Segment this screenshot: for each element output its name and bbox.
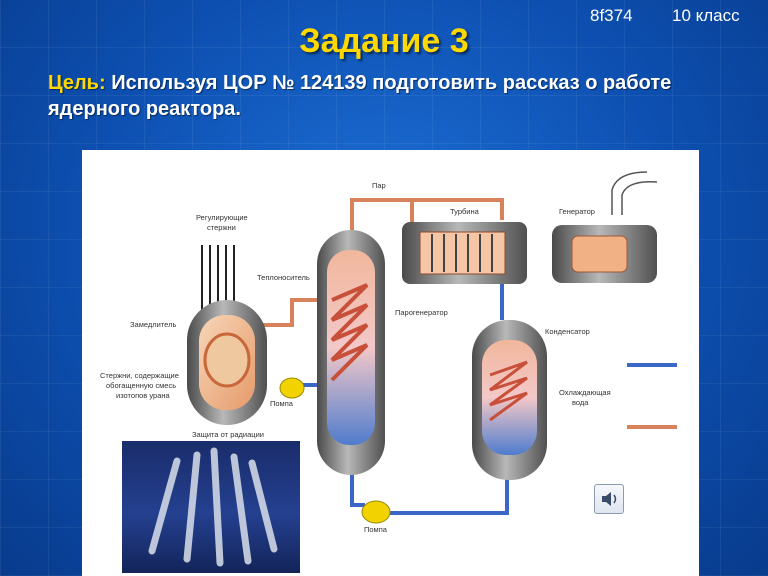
- steam-pipe: [350, 198, 414, 245]
- grade-label: 10 класс: [672, 6, 740, 25]
- slide-code: 8f374: [590, 6, 633, 25]
- label-steam-generator: Парогенератор: [395, 308, 448, 317]
- fuel-assembly: [203, 332, 251, 388]
- label-fuel-rods-3: изотопов урана: [116, 391, 171, 400]
- turbine-blades: [431, 234, 493, 272]
- goal-text: Цель: Используя ЦОР № 124139 подготовить…: [48, 70, 758, 122]
- coolant-hot-pipe: [262, 298, 317, 327]
- label-radiation-shield: Защита от радиации: [192, 430, 264, 439]
- pump-bottom: [361, 500, 391, 524]
- label-cooling-water-1: Охлаждающая: [559, 388, 611, 397]
- label-coolant: Теплоноситель: [257, 273, 310, 282]
- generator-rotor: [571, 235, 628, 273]
- turbine-rotor: [419, 231, 506, 275]
- label-steam: Пар: [372, 181, 386, 190]
- speaker-icon: [602, 492, 617, 506]
- power-wire-1: [621, 181, 658, 215]
- label-fuel-rods-2: обогащенную смесь: [106, 381, 176, 390]
- goal-label: Цель:: [48, 72, 106, 94]
- steam-generator-coil: [330, 283, 369, 382]
- goal-description: Используя ЦОР № 124139 подготовить расск…: [48, 72, 672, 120]
- fuel-rods-photo: [122, 441, 300, 573]
- label-turbine: Турбина: [450, 207, 480, 216]
- fuel-rods-illustration: [148, 447, 278, 567]
- return-pipe: [350, 473, 365, 507]
- turbine-steam-pipe: [387, 198, 504, 220]
- label-moderator: Замедлитель: [130, 320, 176, 329]
- label-pump-bottom: Помпа: [364, 525, 388, 534]
- label-cooling-water-2: вода: [572, 398, 589, 407]
- steam-generator-interior: [327, 250, 375, 445]
- label-condenser: Конденсатор: [545, 327, 590, 336]
- label-fuel-rods-1: Стержни, содержащие: [100, 371, 179, 380]
- label-control-rods-1: Регулирующие: [196, 213, 248, 222]
- reactor-diagram: Пар Турбина Генератор Регулирующие стерж…: [82, 150, 699, 576]
- slide-title: Задание 3: [299, 22, 469, 60]
- reactor-schematic: Пар Турбина Генератор Регулирующие стерж…: [100, 171, 677, 534]
- label-generator: Генератор: [559, 207, 595, 216]
- sound-button[interactable]: [594, 484, 624, 514]
- label-pump-reactor: Помпа: [270, 399, 294, 408]
- pump-reactor: [279, 377, 305, 399]
- power-wire-2: [611, 171, 648, 215]
- condenser-coil: [489, 360, 528, 422]
- condensate-pipe: [387, 475, 509, 515]
- label-control-rods-2: стержни: [207, 223, 236, 232]
